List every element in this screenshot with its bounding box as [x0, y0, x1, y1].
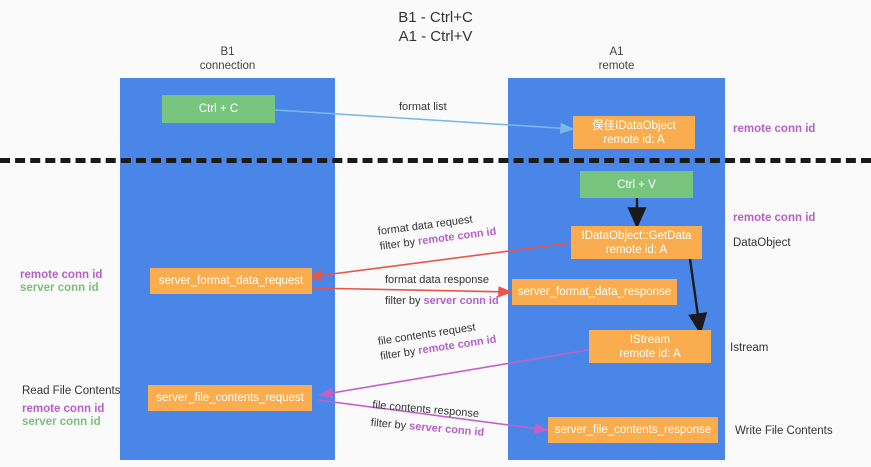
node-istream-line2: remote id: A	[619, 347, 681, 360]
edge-label-format-data-response-line1: format data response	[385, 274, 489, 286]
node-server-file-contents-request[interactable]: server_file_contents_request	[148, 385, 312, 411]
node-idataobject-top-line2: remote id: A	[603, 133, 665, 146]
node-getdata-line2: remote id: A	[605, 243, 668, 256]
lane-header-a1-sub: remote	[598, 60, 635, 72]
node-idataobject-top-line1: 俣佳IDataObject	[592, 119, 676, 132]
edge-label-file-contents-response: file contents response filter by server …	[370, 398, 486, 441]
node-ctrl-c-label: Ctrl + C	[198, 103, 239, 115]
edge-label-file-contents-request: file contents request filter by remote c…	[377, 318, 498, 365]
node-server-format-data-request[interactable]: server_format_data_request	[150, 268, 312, 294]
node-server-file-contents-request-label: server_file_contents_request	[156, 392, 304, 404]
side-label-istream: Istream	[730, 342, 769, 354]
edge-label-format-list-text: format list	[399, 101, 447, 113]
edge-label-format-data-request: format data request filter by remote con…	[377, 210, 497, 255]
node-server-file-contents-response-label: server_file_contents_response	[554, 424, 712, 436]
node-server-format-data-response-label: server_format_data_response	[517, 286, 672, 298]
node-getdata-line1: IDataObject::GetData	[581, 229, 692, 242]
side-label-left-remote-conn-id-mid: remote conn id	[20, 269, 103, 281]
side-label-read-file-contents: Read File Contents	[22, 385, 121, 397]
page-title-line2: A1 - Ctrl+V	[398, 28, 473, 45]
node-idataobject-top[interactable]: 俣佳IDataObject remote id: A	[573, 116, 695, 149]
lane-header-b1-sub: connection	[199, 60, 256, 72]
node-istream[interactable]: IStream remote id: A	[589, 330, 711, 363]
side-label-left-server-conn-id-bot: server conn id	[22, 416, 101, 428]
lane-header-b1: B1 connection	[120, 45, 335, 73]
edge-label-format-list: format list	[399, 100, 447, 115]
node-idataobject-getdata[interactable]: IDataObject::GetData remote id: A	[571, 226, 702, 259]
node-istream-line1: IStream	[629, 333, 671, 346]
side-label-dataobject: DataObject	[733, 237, 791, 249]
lane-header-a1-name: A1	[609, 46, 624, 58]
side-label-write-file-contents: Write File Contents	[735, 425, 833, 437]
filter-prefix: filter by	[385, 295, 424, 307]
edge-label-format-data-response: format data response filter by server co…	[385, 273, 499, 309]
node-ctrl-v-label: Ctrl + V	[617, 178, 656, 191]
filter-key-server-conn-id: server conn id	[423, 295, 499, 307]
node-ctrl-c[interactable]: Ctrl + C	[162, 95, 275, 123]
filter-key-server-conn-id: server conn id	[408, 420, 485, 439]
lane-header-b1-name: B1	[220, 46, 235, 58]
node-server-format-data-response[interactable]: server_format_data_response	[512, 279, 677, 305]
node-ctrl-v[interactable]: Ctrl + V	[580, 171, 693, 198]
filter-prefix: filter by	[370, 416, 410, 433]
side-label-left-remote-conn-id-bot: remote conn id	[22, 403, 105, 415]
phase-divider	[0, 158, 871, 163]
node-server-format-data-request-label: server_format_data_request	[158, 275, 304, 287]
side-label-left-server-conn-id-mid: server conn id	[20, 282, 99, 294]
lane-header-a1: A1 remote	[508, 45, 725, 73]
page-title-line1: B1 - Ctrl+C	[398, 9, 473, 26]
page-title: B1 - Ctrl+C A1 - Ctrl+V	[0, 8, 871, 46]
node-server-file-contents-response[interactable]: server_file_contents_response	[548, 417, 718, 443]
side-label-remote-conn-id-mid: remote conn id	[733, 212, 816, 224]
filter-prefix: filter by	[379, 235, 419, 253]
edge-label-format-data-response-line2: filter by server conn id	[385, 294, 499, 309]
side-label-remote-conn-id-top: remote conn id	[733, 123, 816, 135]
